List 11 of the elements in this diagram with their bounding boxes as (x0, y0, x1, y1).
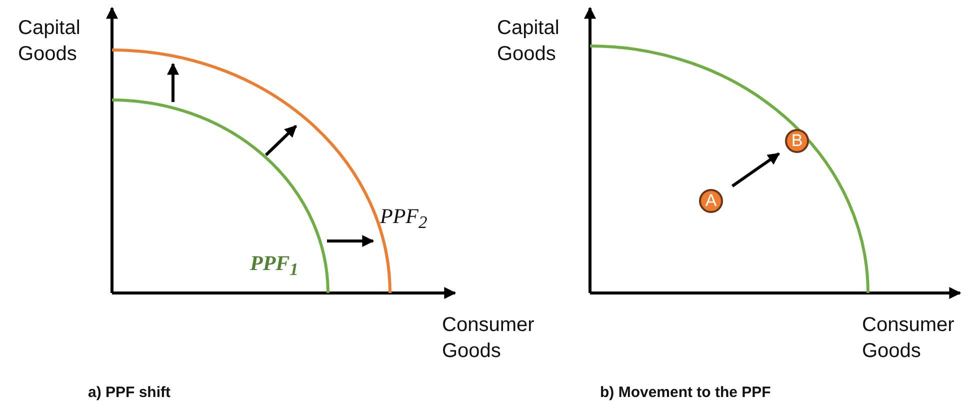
arrow (731, 152, 780, 188)
panel-caption: a) PPF shift (88, 383, 171, 401)
point-marker: B (785, 129, 809, 153)
curve-label: PPF$_{1}$ (250, 250, 298, 282)
point-marker: A (699, 189, 723, 213)
axis-label: Consumer Goods (442, 313, 536, 364)
curve-label: PPF$_{2}$ (380, 203, 428, 234)
panel-caption: b) Movement to the PPF (600, 383, 771, 401)
axis-label: Capital Goods (497, 16, 560, 67)
axis-label: Consumer Goods (862, 313, 956, 364)
axis-label: Capital Goods (18, 16, 82, 67)
